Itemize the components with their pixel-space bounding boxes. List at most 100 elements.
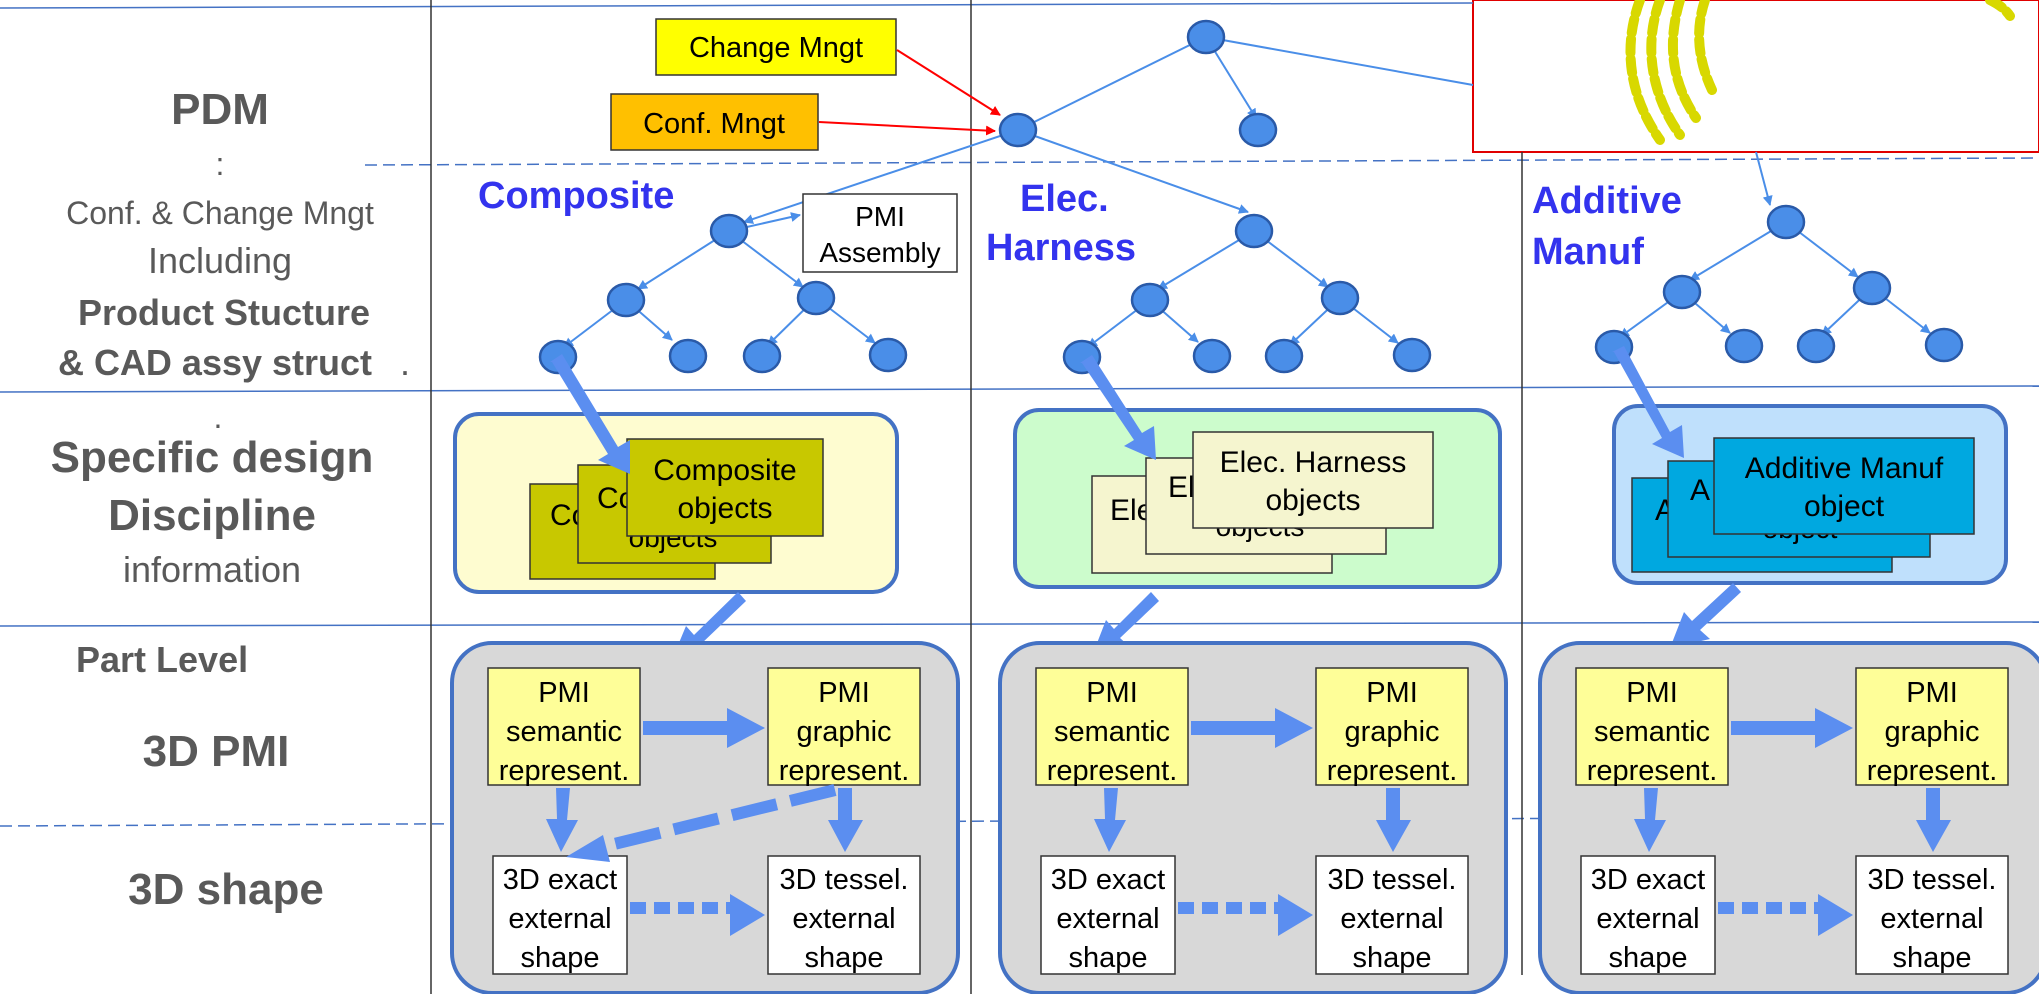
label-pdm: PDM [171, 85, 269, 134]
shape-tessel-line1: 3D tessel. [1328, 864, 1457, 896]
label-pdm-colon: : [216, 146, 225, 182]
shape-tessel-line3: shape [1352, 942, 1431, 974]
title-additive-line1: Additive [1532, 180, 1682, 222]
elec-panel: Ele El objects Elec. Harness objects [1013, 408, 1502, 589]
pmi-graphic-box [1315, 667, 1469, 786]
pmi-panel-elec: PMIsemanticrepresent.PMIgraphicrepresent… [998, 641, 1508, 994]
label-discipline: Discipline [108, 491, 316, 540]
additive-objects-box [1713, 437, 1975, 535]
exact-to-tessel-arrowhead [1278, 894, 1313, 936]
graphic-to-exact-dashed-arrow [566, 784, 837, 862]
shape-tessel-line1: 3D tessel. [1868, 864, 1997, 896]
shape-exact-line1: 3D exact [1591, 864, 1705, 896]
title-additive-line2: Manuf [1532, 231, 1644, 273]
shape-tessel-line2: external [792, 903, 895, 935]
tree-composite [538, 212, 908, 375]
label-3d-shape: 3D shape [128, 865, 324, 914]
pmi-semantic-line1: PMI [538, 677, 590, 709]
semantic-to-graphic-arrow [1191, 708, 1313, 748]
label-cad-assy-dot: . [400, 342, 410, 383]
pmi-semantic-box [1035, 667, 1189, 786]
pmi-semantic-line3: represent. [1587, 755, 1718, 787]
pmi-graphic-line1: PMI [818, 677, 870, 709]
pmi-semantic-line2: semantic [1594, 716, 1710, 748]
pmi-semantic-line3: represent. [499, 755, 630, 787]
pmi-semantic-box [487, 667, 641, 786]
shape-exact-line1: 3D exact [1051, 864, 1165, 896]
shape-tessel-box [767, 855, 921, 975]
tree-node-pdm-right [1238, 112, 1278, 148]
graphic-to-tessel-arrow [828, 788, 863, 852]
leaf-to-objects-arrows [550, 346, 1684, 474]
top-pdm-tree [743, 19, 1773, 224]
svg-text:El: El [1168, 471, 1195, 504]
exact-to-tessel-arrowhead [1818, 894, 1853, 936]
pmi-graphic-line2: graphic [1884, 716, 1979, 748]
tree-node-pdm [998, 112, 1038, 148]
tree-additive [1594, 204, 1964, 365]
pmi-graphic-line3: represent. [779, 755, 910, 787]
title-elec-line2: Harness [986, 227, 1136, 269]
shape-exact-line3: shape [520, 942, 599, 974]
semantic-to-exact-arrow [1634, 788, 1666, 852]
semantic-to-exact-arrow [546, 788, 578, 852]
shape-tessel-line2: external [1880, 903, 1983, 935]
shape-tessel-line1: 3D tessel. [780, 864, 909, 896]
label-3d-pmi: 3D PMI [143, 727, 290, 776]
shape-tessel-line3: shape [1892, 942, 1971, 974]
shape-tessel-box [1855, 855, 2009, 975]
inset-image [1472, 0, 2039, 153]
pmi-assembly-line1: PMI [855, 201, 905, 232]
shape-exact-box [492, 855, 628, 975]
shape-tessel-line2: external [1340, 903, 1443, 935]
shape-exact-line1: 3D exact [503, 864, 617, 896]
pmi-graphic-line3: represent. [1867, 755, 1998, 787]
tree-node-root [1186, 19, 1226, 55]
label-conf-change: Conf. & Change Mngt [66, 195, 374, 231]
elec-objects-box [1192, 431, 1434, 529]
pmi-graphic-box [1855, 667, 2009, 786]
pmi-graphic-line3: represent. [1327, 755, 1458, 787]
semantic-to-exact-arrow [1094, 788, 1126, 852]
composite-objects-line2: objects [677, 492, 772, 525]
discipline-titles: Composite Elec. Harness Additive Manuf [478, 175, 1682, 273]
pmi-graphic-line1: PMI [1906, 677, 1958, 709]
pmi-assembly-box: PMI Assembly [802, 193, 958, 273]
shape-exact-box [1040, 855, 1176, 975]
shape-tessel-box [1315, 855, 1469, 975]
additive-objects-line1: Additive Manuf [1745, 452, 1944, 485]
shape-exact-box [1580, 855, 1716, 975]
change-mngt-label: Change Mngt [689, 32, 863, 64]
label-specific-dot: . [214, 399, 223, 435]
pmi-semantic-line1: PMI [1626, 677, 1678, 709]
label-information: information [123, 549, 301, 590]
label-cad-assy: & CAD assy struct [58, 342, 372, 383]
pmi-semantic-line2: semantic [506, 716, 622, 748]
composite-panel: Co Co objects Composite objects [453, 412, 899, 594]
pmi-graphic-line2: graphic [796, 716, 891, 748]
composite-objects-line1: Composite [653, 454, 796, 487]
semantic-to-graphic-arrow [1731, 708, 1853, 748]
graphic-to-tessel-arrow [1376, 788, 1411, 852]
change-mngt-box: Change Mngt [655, 18, 897, 76]
svg-text:A: A [1690, 474, 1710, 507]
pmi-panels: PMI semantic represent. PMI graphic represent… [450, 641, 2039, 994]
shape-tessel-line3: shape [804, 942, 883, 974]
shape-exact-line2: external [508, 903, 611, 935]
shape-exact-line2: external [1596, 903, 1699, 935]
tree-elec [1062, 213, 1432, 375]
additive-objects-line2: object [1804, 490, 1885, 523]
left-labels: PDM : Conf. & Change Mngt Including Prod… [51, 85, 410, 914]
label-part-level: Part Level [76, 639, 248, 680]
title-composite: Composite [478, 175, 674, 217]
elec-objects-line1: Elec. Harness [1220, 446, 1407, 479]
shape-exact-line3: shape [1068, 942, 1147, 974]
label-product-structure: Product Stucture [78, 292, 370, 333]
additive-panel: A A object Additive Manuf object [1612, 404, 2008, 585]
elec-objects-line2: objects [1265, 484, 1360, 517]
shape-exact-line2: external [1056, 903, 1159, 935]
graphic-to-tessel-arrow [1916, 788, 1951, 852]
pmi-semantic-line1: PMI [1086, 677, 1138, 709]
